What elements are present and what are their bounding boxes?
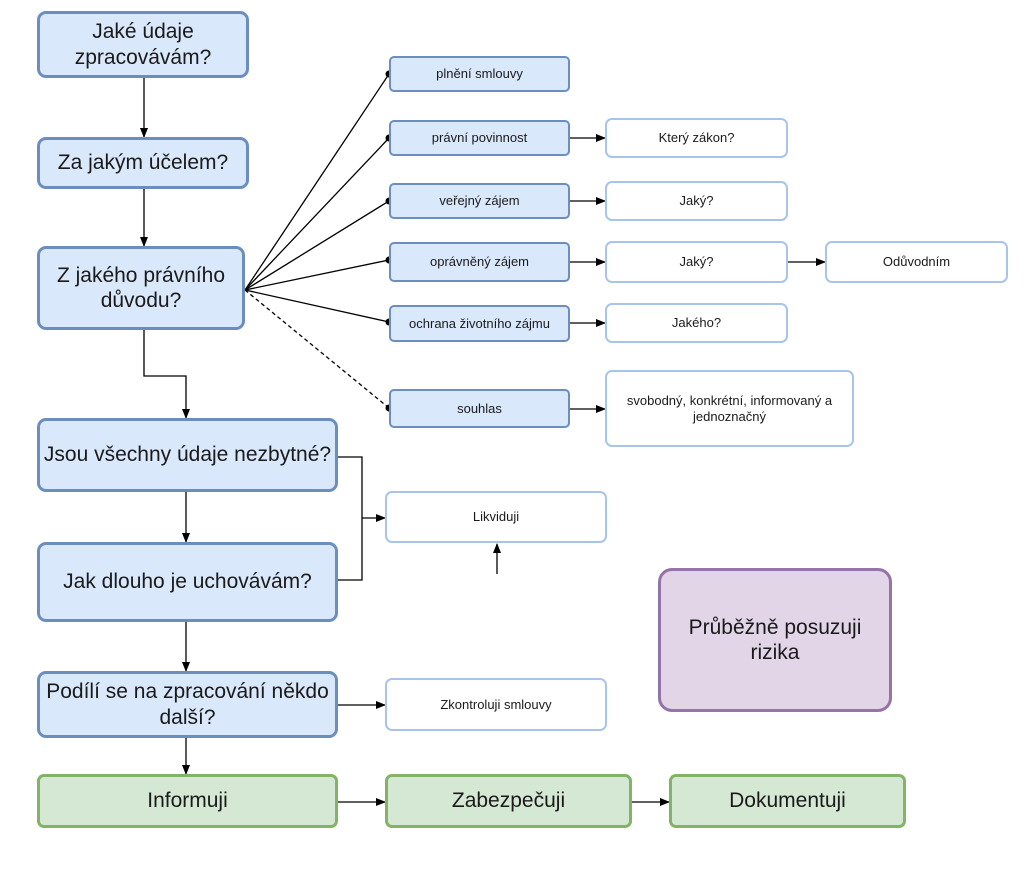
question-purpose: Za jakým účelem? (37, 137, 249, 189)
detail-which-public: Jaký? (605, 181, 788, 221)
question-retention-label: Jak dlouho je uchovávám? (63, 570, 312, 594)
basis-legitimate-interest-label: oprávněný zájem (430, 254, 529, 270)
detail-justify: Odůvodním (825, 241, 1008, 283)
basis-legal-obligation-label: právní povinnost (431, 130, 528, 146)
detail-which-vital: Jakého? (605, 303, 788, 343)
basis-consent: souhlas (389, 389, 570, 428)
fan-contract (244, 73, 390, 291)
basis-legal-obligation: právní povinnost (389, 120, 570, 156)
fan-vital-interest (244, 289, 390, 323)
basis-consent-label: souhlas (457, 400, 502, 416)
basis-public-interest: veřejný zájem (389, 183, 570, 219)
outcome-document-label: Dokumentuji (729, 789, 846, 813)
basis-contract: plnění smlouvy (389, 56, 570, 92)
arrow-basis-to-necessary (143, 330, 190, 419)
outcome-document: Dokumentuji (669, 774, 906, 828)
question-purpose-label: Za jakým účelem? (57, 151, 229, 175)
question-legal-basis-label: Z jakého právního důvodu? (56, 263, 226, 312)
basis-legitimate-interest: oprávněný zájem (389, 242, 570, 282)
question-what-data-label: Jaké údaje zpracovávám? (74, 20, 212, 69)
detail-justify-label: Odůvodním (882, 254, 951, 270)
detail-check-contracts-label: Zkontroluji smlouvy (440, 696, 552, 712)
question-legal-basis: Z jakého právního důvodu? (37, 246, 245, 330)
bracket-to-dispose (338, 456, 363, 581)
detail-consent-conditions: svobodný, konkrétní, informovaný a jedno… (605, 370, 854, 447)
risk-note-label: Průběžně posuzuji rizika (688, 615, 862, 664)
detail-which-legitimate: Jaký? (605, 241, 788, 283)
question-what-data: Jaké údaje zpracovávám? (37, 11, 249, 78)
basis-vital-interest: ochrana životního zájmu (389, 305, 570, 342)
basis-contract-label: plnění smlouvy (436, 66, 523, 82)
outcome-inform: Informuji (37, 774, 338, 828)
detail-dispose: Likviduji (385, 491, 607, 543)
detail-dispose-label: Likviduji (472, 509, 520, 525)
detail-which-law-label: Který zákon? (658, 130, 735, 146)
detail-which-legitimate-label: Jaký? (679, 254, 714, 270)
fan-legal-obligation (244, 137, 390, 291)
question-necessary-label: Jsou všechny údaje nezbytné? (43, 443, 332, 467)
detail-which-vital-label: Jakého? (671, 315, 722, 331)
outcome-secure: Zabezpečuji (385, 774, 632, 828)
outcome-secure-label: Zabezpečuji (451, 789, 566, 813)
question-necessary: Jsou všechny údaje nezbytné? (37, 418, 338, 492)
question-sharing: Podílí se na zpracování někdo další? (37, 671, 338, 738)
basis-public-interest-label: veřejný zájem (439, 193, 520, 209)
fan-public-interest (244, 200, 390, 291)
risk-note: Průběžně posuzuji rizika (658, 568, 892, 712)
detail-consent-conditions-label: svobodný, konkrétní, informovaný a jedno… (626, 392, 833, 424)
fan-consent (244, 289, 390, 409)
detail-which-public-label: Jaký? (679, 193, 714, 209)
outcome-inform-label: Informuji (147, 789, 228, 813)
fan-legitimate-interest (244, 259, 390, 291)
basis-vital-interest-label: ochrana životního zájmu (409, 315, 550, 331)
detail-which-law: Který zákon? (605, 118, 788, 158)
detail-check-contracts: Zkontroluji smlouvy (385, 678, 607, 731)
question-retention: Jak dlouho je uchovávám? (37, 542, 338, 622)
question-sharing-label: Podílí se na zpracování někdo další? (46, 680, 329, 729)
